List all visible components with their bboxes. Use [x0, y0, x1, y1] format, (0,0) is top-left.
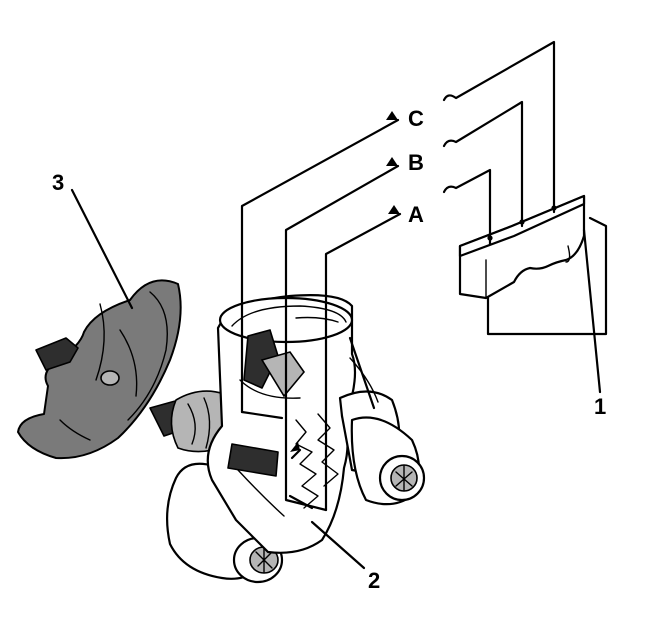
- item-3-plate: [17, 279, 182, 460]
- callout-1-leader: [486, 216, 608, 394]
- circuit-label-c: C: [408, 106, 424, 131]
- circuit-label-a: A: [408, 202, 424, 227]
- callout-2-label: 2: [368, 568, 380, 593]
- callout-3-leader: [70, 188, 134, 310]
- callout-2-leader-drum: [348, 336, 376, 410]
- callout-2-leader: [310, 520, 366, 570]
- circuit-label-b: B: [408, 150, 424, 175]
- callout-1-label: 1: [594, 394, 606, 419]
- circuit-lines: [240, 40, 557, 512]
- callout-3-label: 3: [52, 170, 64, 195]
